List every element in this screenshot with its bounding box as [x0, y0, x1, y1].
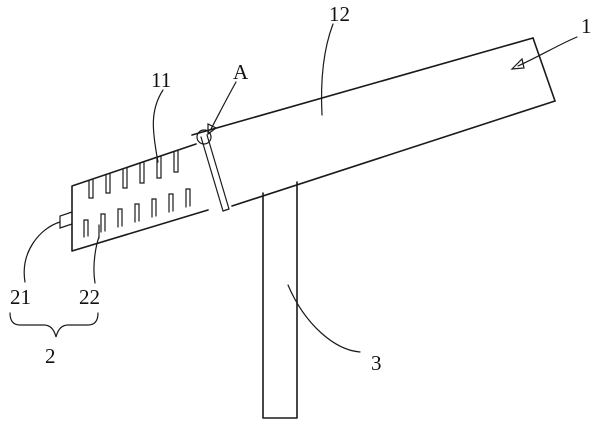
label-a: A: [233, 60, 249, 84]
leader-21: [23, 221, 61, 283]
comb-slots: [83, 150, 191, 238]
detail-a-circle: [196, 129, 212, 145]
leader-a: [210, 81, 237, 130]
label-12: 12: [329, 2, 350, 26]
leader-3: [287, 284, 361, 353]
label-1: 1: [581, 14, 592, 38]
main-board: [191, 37, 556, 207]
leader-12: [321, 23, 334, 116]
leader-lines: [23, 23, 578, 353]
reference-labels: 1 12 11 A 21 22 2 3: [10, 2, 592, 375]
leader-22: [93, 236, 100, 284]
support-post: [262, 181, 298, 419]
locking-rod: [200, 134, 230, 212]
label-11: 11: [151, 68, 171, 92]
pin: [59, 211, 73, 229]
comb-plate: [71, 143, 209, 252]
label-3: 3: [371, 351, 382, 375]
label-21: 21: [10, 285, 31, 309]
brace-2: [9, 312, 99, 338]
leader-11: [152, 89, 164, 163]
label-22: 22: [79, 285, 100, 309]
label-2: 2: [45, 344, 56, 368]
leader-a-arrowhead: [207, 123, 218, 136]
leader-1-arrowhead: [510, 57, 525, 70]
leader-1: [517, 36, 578, 67]
